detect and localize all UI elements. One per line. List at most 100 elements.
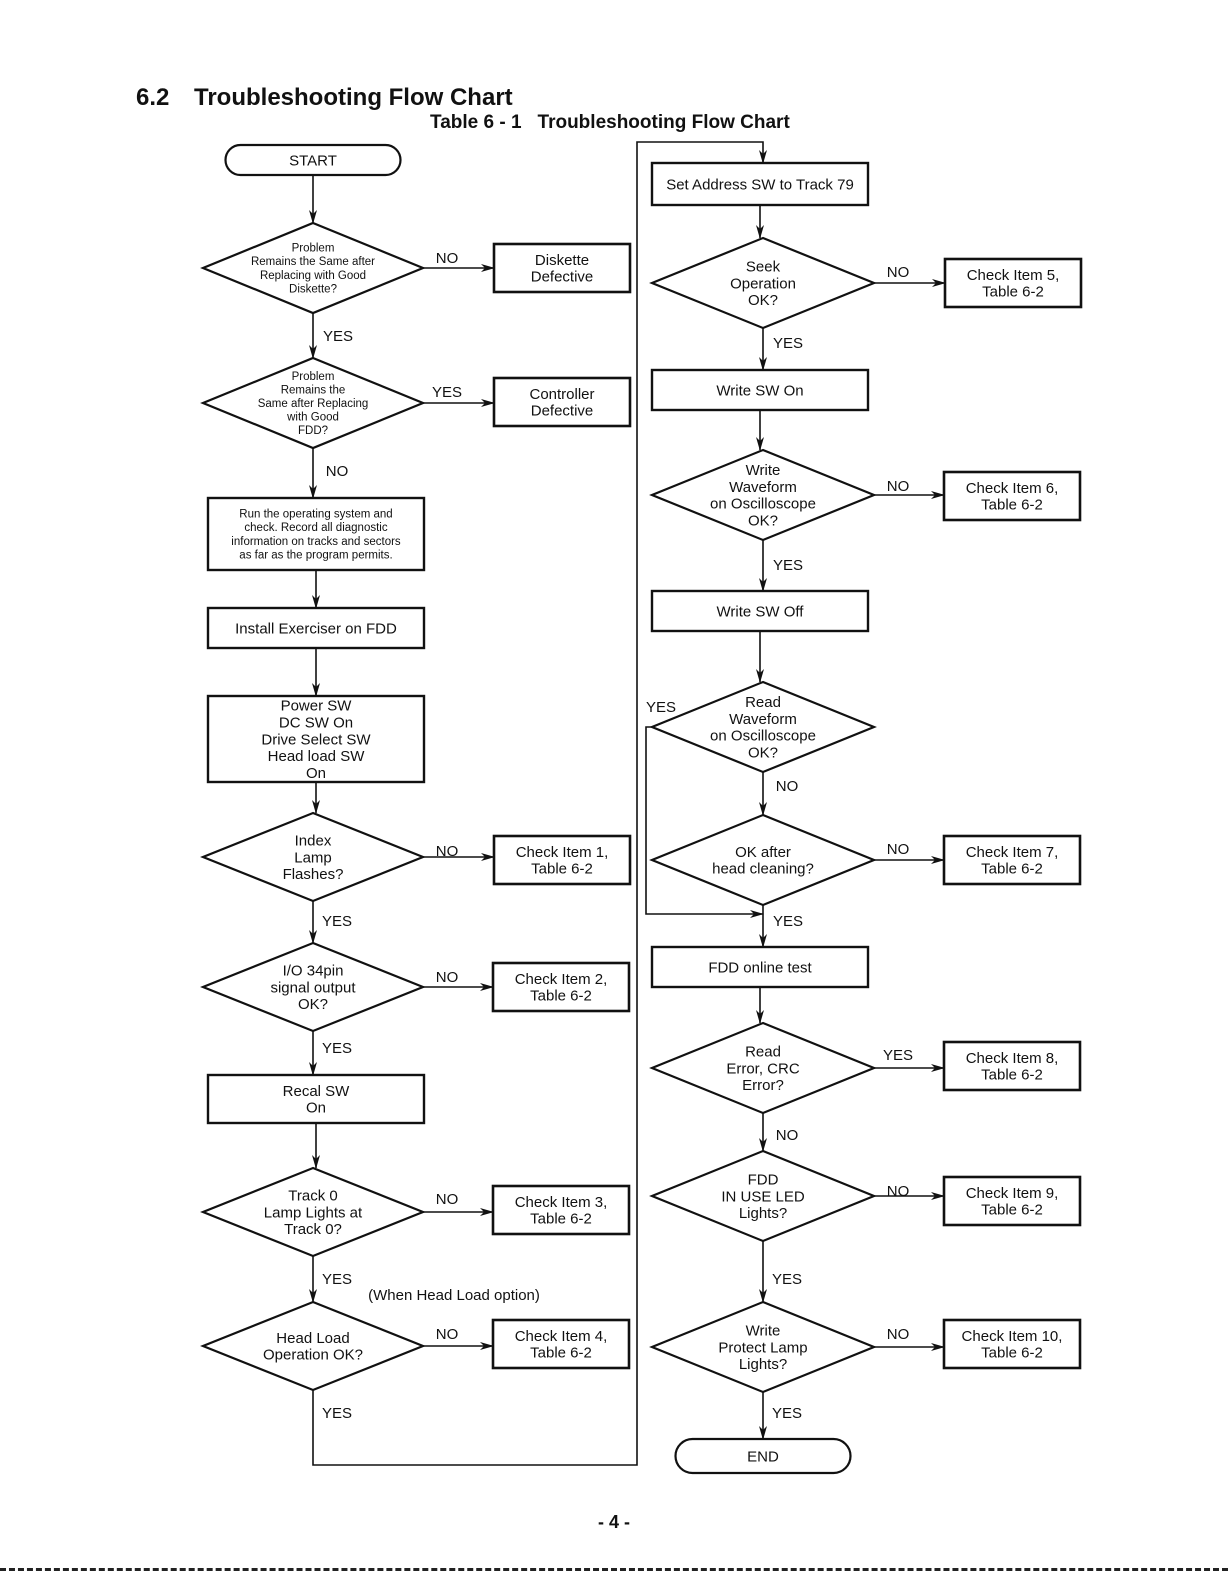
result-box	[942, 1318, 1082, 1370]
node-end: END	[674, 1437, 852, 1475]
edge-label-headload-option: (When Head Load option)	[368, 1287, 540, 1304]
node-text: Protect Lamp	[718, 1339, 807, 1356]
result-box	[492, 242, 632, 294]
result-box	[942, 1175, 1082, 1227]
node-text: as far as the program permits.	[239, 549, 392, 561]
node-text: DC SW On	[279, 714, 353, 731]
node-text: Write	[746, 462, 781, 479]
node-text: Power SW	[281, 698, 353, 715]
node-text: Problem	[292, 243, 335, 255]
node-text: check. Record all diagnostic	[244, 522, 387, 534]
node-text: Check Item 7,	[966, 844, 1059, 861]
node-text: Drive Select SW	[261, 731, 371, 748]
result-box	[492, 376, 632, 428]
result-box	[942, 1040, 1082, 1092]
edge-label-headload-yes: YES	[322, 1405, 352, 1422]
edge-label-index-yes: YES	[322, 913, 352, 930]
node-b-item3: Check Item 3,Table 6-2	[491, 1184, 631, 1236]
node-text: Check Item 3,	[515, 1194, 608, 1211]
node-text: Error, CRC	[726, 1060, 800, 1077]
node-text: on Oscilloscope	[710, 496, 816, 513]
node-text: OK?	[748, 744, 778, 761]
flow-connector	[312, 141, 767, 1466]
node-p-track79: Set Address SW to Track 79	[650, 161, 870, 207]
process-box	[206, 1073, 426, 1125]
edge-label-diskette-yes: YES	[323, 328, 353, 345]
result-box	[942, 834, 1082, 886]
node-text: Waveform	[729, 479, 797, 496]
node-text: Check Item 10,	[962, 1328, 1063, 1345]
node-text: Index	[295, 832, 332, 849]
result-box	[943, 257, 1083, 309]
node-text: FDD?	[298, 425, 328, 437]
node-text: FDD online test	[708, 959, 812, 976]
node-text: Recal SW	[283, 1083, 351, 1100]
edge-label-headload-no: NO	[436, 1326, 459, 1343]
node-text: Replacing with Good	[260, 270, 366, 282]
node-text: with Good	[286, 412, 339, 424]
node-text: signal output	[270, 979, 356, 996]
decision-diamond	[649, 680, 877, 774]
node-p-install: Install Exerciser on FDD	[206, 606, 426, 650]
process-box	[650, 161, 870, 207]
node-text: Run the operating system and	[239, 509, 392, 521]
table-caption-title: Troubleshooting Flow Chart	[537, 112, 790, 133]
edge-label-track0-yes: YES	[322, 1271, 352, 1288]
node-text: Controller	[529, 386, 594, 403]
node-text: Same after Replacing	[258, 398, 369, 410]
node-text: Read	[745, 694, 781, 711]
edge-label-index-no: NO	[436, 843, 459, 860]
edge-label-inuse-yes: YES	[772, 1271, 802, 1288]
node-start: START	[224, 143, 402, 177]
decision-diamond	[649, 448, 877, 542]
result-box	[491, 1318, 631, 1370]
node-b-item1: Check Item 1,Table 6-2	[492, 834, 632, 886]
edge-label-crc-no: NO	[776, 1127, 799, 1144]
node-text: Write	[746, 1322, 781, 1339]
edge-label-protect-yes: YES	[772, 1405, 802, 1422]
section-number: 6.2	[136, 84, 170, 111]
edge-label-io-no: NO	[436, 969, 459, 986]
edge-label-track0-no: NO	[436, 1191, 459, 1208]
node-text: Error?	[742, 1077, 784, 1094]
node-text: Write SW Off	[717, 603, 805, 620]
node-text: OK?	[748, 292, 778, 309]
edge-label-inuse-no: NO	[887, 1183, 910, 1200]
node-text: Operation	[730, 275, 796, 292]
node-b-item6: Check Item 6,Table 6-2	[942, 470, 1082, 522]
node-text: Flashes?	[283, 866, 344, 883]
node-text: On	[306, 765, 326, 782]
node-text: head cleaning?	[712, 861, 814, 878]
node-text: information on tracks and sectors	[231, 536, 401, 548]
decision-diamond	[200, 811, 426, 903]
node-text: Check Item 2,	[515, 971, 608, 988]
node-text: Head load SW	[268, 748, 366, 765]
node-text: on Oscilloscope	[710, 728, 816, 745]
edge-label-crc-yes: YES	[883, 1047, 913, 1064]
footer-rule	[0, 1568, 1228, 1571]
terminal-shape	[674, 1437, 852, 1475]
node-b-item4: Check Item 4,Table 6-2	[491, 1318, 631, 1370]
node-text: Track 0	[288, 1187, 337, 1204]
decision-diamond	[649, 813, 877, 907]
decision-diamond	[649, 1021, 877, 1115]
process-box	[650, 945, 870, 989]
node-text: Remains the Same after	[251, 256, 375, 268]
decision-diamond	[200, 356, 426, 450]
node-text: Check Item 4,	[515, 1328, 608, 1345]
edge-label-fdd-yes: YES	[432, 384, 462, 401]
node-text: Table 6-2	[531, 861, 593, 878]
edge-label-clean-no: NO	[887, 841, 910, 858]
